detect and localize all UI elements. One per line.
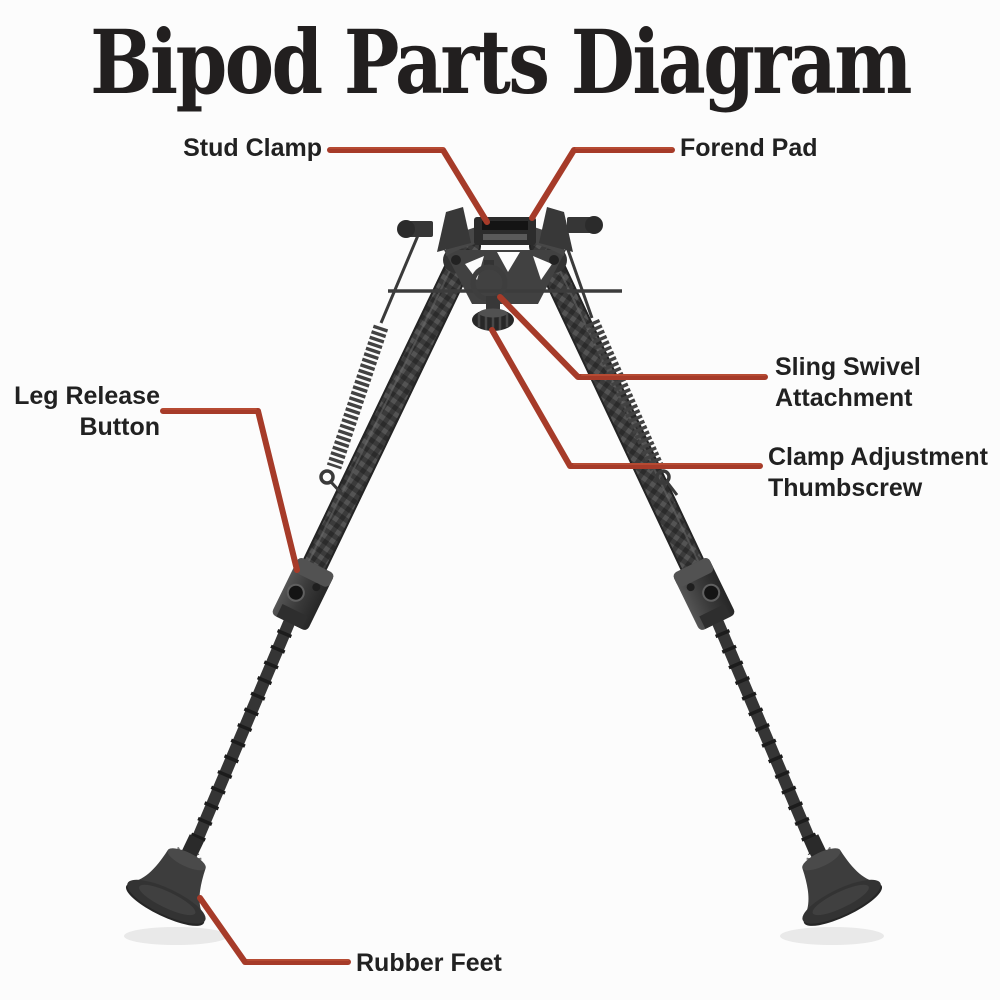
label-line: Rubber Feet xyxy=(356,949,502,977)
thumbscrew-part xyxy=(472,296,514,331)
label-sling-swivel-attachment: Sling Swivel Attachment xyxy=(775,352,921,414)
stud-clamp-part xyxy=(474,217,536,245)
label-clamp-adjustment-thumbscrew: Clamp Adjustment Thumbscrew xyxy=(768,442,988,504)
leader-stud-clamp xyxy=(327,147,490,225)
right-spring-hook xyxy=(655,469,671,485)
right-leg-release-collar xyxy=(673,558,735,630)
left-spring-assembly xyxy=(319,232,421,497)
left-spring-hook xyxy=(319,469,335,485)
left-upper-leg xyxy=(292,233,481,598)
bipod-head xyxy=(388,207,622,331)
label-rubber-feet: Rubber Feet xyxy=(356,948,502,979)
right-lower-leg xyxy=(695,582,822,855)
leader-rubber-feet xyxy=(197,895,351,965)
left-spring xyxy=(326,324,389,470)
leader-leg-release-button xyxy=(160,408,300,573)
label-line: Clamp Adjustment xyxy=(768,443,988,471)
left-rubber-foot xyxy=(125,834,206,926)
label-stud-clamp: Stud Clamp xyxy=(183,133,322,164)
leader-sling-swivel-attachment xyxy=(497,294,768,380)
page-title: Bipod Parts Diagram xyxy=(90,10,912,114)
left-leg-release-button-part xyxy=(286,583,305,602)
left-foot-shadow xyxy=(124,927,228,945)
leader-lines xyxy=(160,147,768,965)
label-leg-release-button: Leg Release Button xyxy=(14,381,160,443)
right-leg-release-button-part xyxy=(702,583,721,602)
label-line: Sling Swivel xyxy=(775,353,921,381)
label-line: Forend Pad xyxy=(680,134,818,162)
label-line: Thumbscrew xyxy=(768,474,923,502)
leader-clamp-adjustment-thumbscrew xyxy=(489,327,763,469)
right-rubber-foot xyxy=(802,834,883,926)
label-line: Leg Release xyxy=(14,382,160,410)
leader-forend-pad xyxy=(529,147,675,221)
label-line: Button xyxy=(79,413,160,441)
label-line: Attachment xyxy=(775,384,913,412)
head-right-ear xyxy=(539,207,573,252)
right-foot-shadow xyxy=(780,927,884,945)
right-spring-assembly xyxy=(559,229,679,496)
label-forend-pad: Forend Pad xyxy=(680,133,818,164)
label-line: Stud Clamp xyxy=(183,134,322,162)
left-lower-leg xyxy=(185,582,312,855)
head-left-ear xyxy=(437,207,471,252)
right-upper-leg xyxy=(529,233,715,598)
left-leg-release-collar xyxy=(272,558,334,630)
